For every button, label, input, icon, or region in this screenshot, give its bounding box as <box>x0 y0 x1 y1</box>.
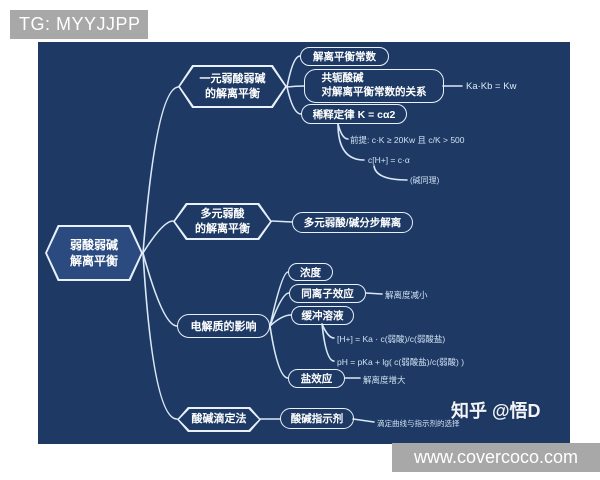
root-node: 弱酸弱碱解离平衡 <box>45 225 143 281</box>
note-ph-formula: pH = pKa + lg( c(弱酸盐)/c(弱酸) ) <box>337 357 465 367</box>
note-dissociation-increase: 解离度增大 <box>363 375 406 385</box>
node-acid-base-indicator: 酸碱指示剂 <box>280 408 354 429</box>
node-dilution-law: 稀释定律 K = cα2 <box>301 104 407 124</box>
node-salt-effect-label: 盐效应 <box>300 373 333 385</box>
zhihu-watermark: 知乎 @悟D <box>451 401 541 421</box>
branch-electrolyte-effect: 电解质的影响 <box>177 314 270 338</box>
node-concentration: 浓度 <box>288 263 333 281</box>
node-dilution-law-label: 稀释定律 K = cα2 <box>312 108 396 121</box>
node-conjugate-acid-base-label: 共轭酸碱对解离平衡常数的关系 <box>321 72 427 98</box>
note-titration-curve: 滴定曲线与指示剂的选择 <box>377 419 460 428</box>
tg-watermark-text: TG: MYYJJPP <box>19 14 141 34</box>
node-dissociation-constant-label: 解离平衡常数 <box>313 51 376 63</box>
node-buffer-solution: 缓冲溶液 <box>291 306 354 325</box>
note-kakb-kw: Ka·Kb = Kw <box>466 81 517 92</box>
root-node-label: 弱酸弱碱解离平衡 <box>69 237 118 268</box>
node-stepwise-dissociation-label: 多元弱酸/碱分步解离 <box>303 217 402 229</box>
branch-titration-label: 酸碱滴定法 <box>191 413 247 426</box>
node-buffer-solution-label: 缓冲溶液 <box>301 310 344 322</box>
node-conjugate-acid-base: 共轭酸碱对解离平衡常数的关系 <box>304 69 444 103</box>
note-dissociation-decrease: 解离度减小 <box>385 290 428 300</box>
node-dissociation-constant: 解离平衡常数 <box>300 47 389 66</box>
branch-monoprotic-label: 一元弱酸弱碱的解离平衡 <box>199 72 266 100</box>
branch-polyprotic-equilibrium: 多元弱酸的解离平衡 <box>173 203 272 240</box>
note-base-analogy: (碱同理) <box>410 176 440 185</box>
site-watermark-text: www.covercoco.com <box>413 447 579 467</box>
note-ch-formula: c[H+] = c·α <box>368 155 410 165</box>
note-dilution-premise: 前提: c·K ≥ 20Kw 且 c/K > 500 <box>350 135 465 145</box>
node-common-ion-effect: 同离子效应 <box>289 284 366 303</box>
site-watermark-banner: www.covercoco.com <box>392 443 600 472</box>
branch-acid-base-titration: 酸碱滴定法 <box>177 407 261 432</box>
node-concentration-label: 浓度 <box>300 266 321 279</box>
branch-electrolyte-label: 电解质的影响 <box>190 321 257 333</box>
branch-monoprotic-equilibrium: 一元弱酸弱碱的解离平衡 <box>178 65 287 108</box>
note-hplus-formula: [H+] = Ka · c(弱酸)/c(弱酸盐) <box>337 334 446 344</box>
tg-watermark-banner: TG: MYYJJPP <box>10 10 148 39</box>
node-indicator-label: 酸碱指示剂 <box>290 413 344 425</box>
branch-polyprotic-label: 多元弱酸的解离平衡 <box>195 207 250 235</box>
node-salt-effect: 盐效应 <box>288 369 345 388</box>
node-common-ion-label: 同离子效应 <box>301 288 354 300</box>
node-stepwise-dissociation: 多元弱酸/碱分步解离 <box>292 212 413 233</box>
